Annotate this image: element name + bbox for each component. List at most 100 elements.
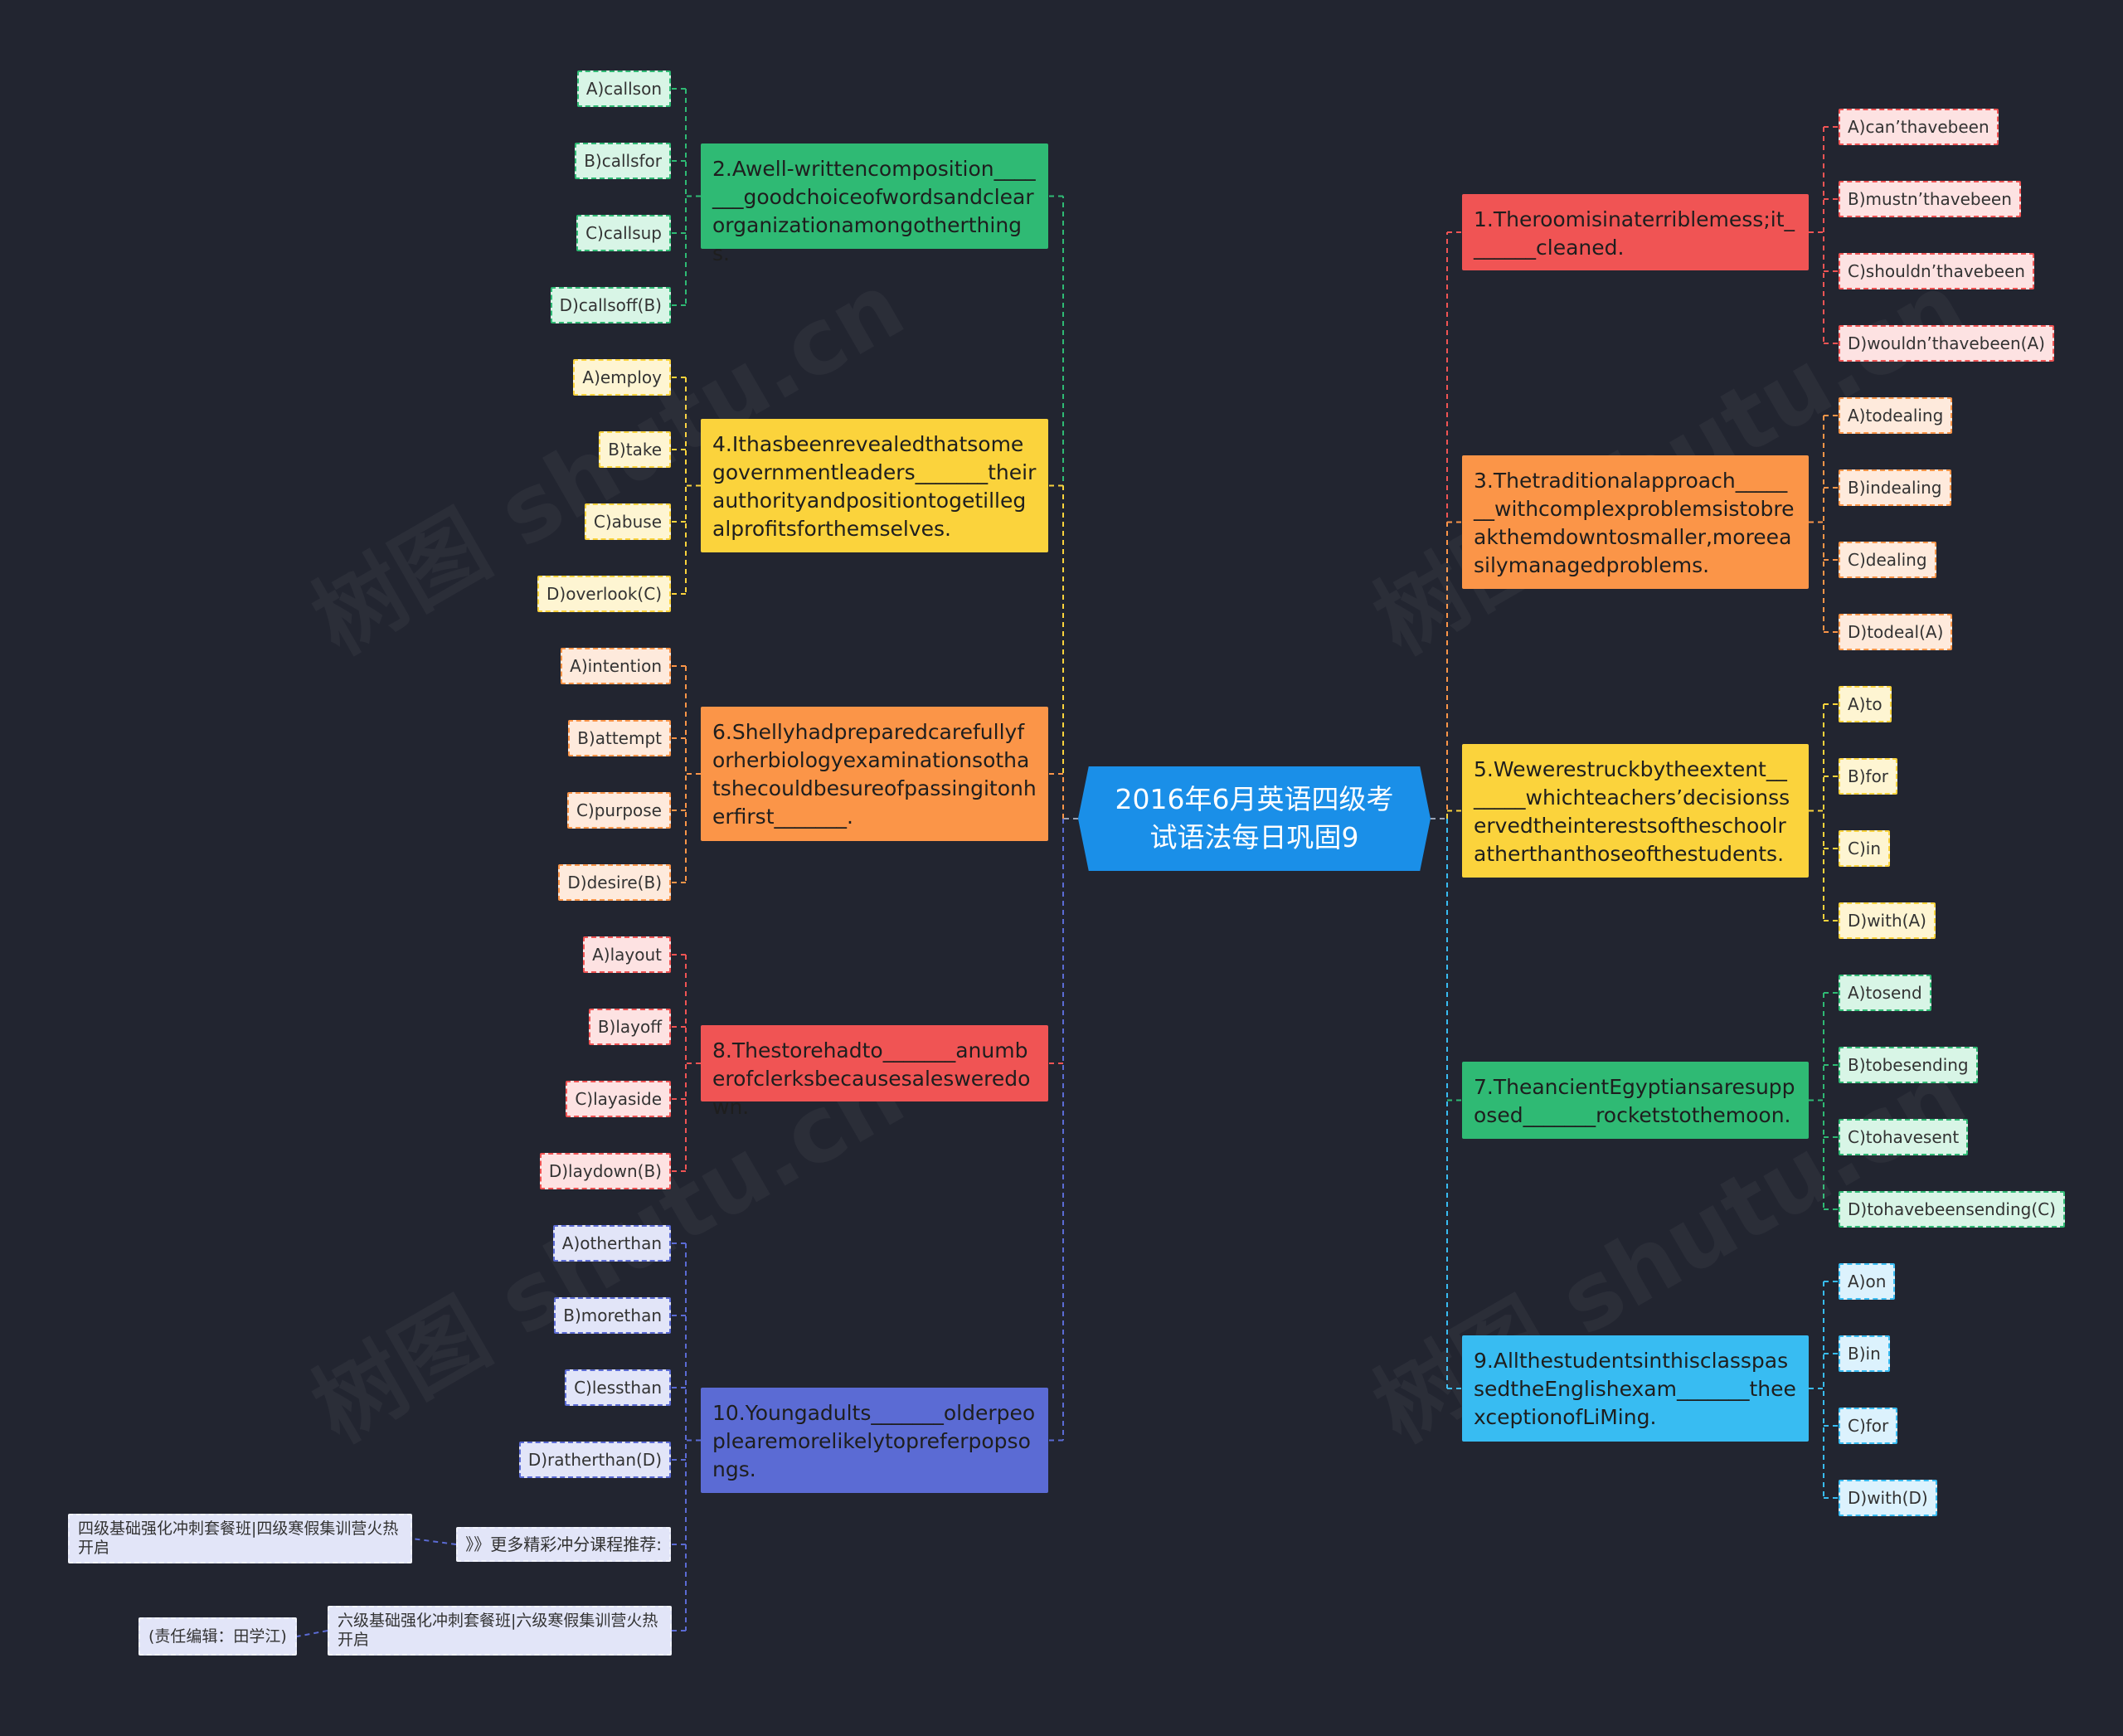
option-node[interactable]: B)take [599, 431, 671, 468]
option-label: A)otherthan [561, 1233, 662, 1253]
question-node-3[interactable]: 3.Thetraditionalapproach_______withcompl… [1462, 455, 1809, 589]
option-label: B)callsfor [584, 151, 662, 171]
cet4-course-link[interactable]: 四级基础强化冲刺套餐班|四级寒假集训营火热开启 [68, 1514, 412, 1563]
option-label: B)indealing [1848, 478, 1942, 498]
question-node-1[interactable]: 1.Theroomisinaterriblemess;it_______clea… [1462, 194, 1809, 270]
question-text: 10.Youngadults_______olderpeoplearemorel… [712, 1401, 1036, 1481]
option-node[interactable]: C)for [1839, 1408, 1898, 1444]
option-label: A)layout [592, 945, 662, 965]
option-label: B)layoff [597, 1017, 662, 1037]
option-node[interactable]: B)indealing [1839, 469, 1951, 506]
option-node[interactable]: A)todealing [1839, 397, 1953, 434]
option-node[interactable]: A)employ [573, 359, 671, 396]
question-node-9[interactable]: 9.AllthestudentsinthisclasspassedtheEngl… [1462, 1335, 1809, 1442]
option-node[interactable]: C)lessthan [565, 1369, 671, 1406]
option-node[interactable]: D)desire(B) [558, 864, 671, 901]
question-node-10[interactable]: 10.Youngadults_______olderpeoplearemorel… [701, 1388, 1048, 1493]
question-node-5[interactable]: 5.Wewerestruckbytheextent_______whichtea… [1462, 744, 1809, 878]
option-label: C)layaside [575, 1089, 662, 1109]
option-node[interactable]: B)callsfor [575, 143, 671, 179]
question-node-2[interactable]: 2.Awell-writtencomposition_______goodcho… [701, 143, 1048, 265]
option-node[interactable]: B)mustn’thavebeen [1839, 181, 2021, 217]
option-node[interactable]: A)intention [561, 648, 671, 684]
option-label: B)take [608, 440, 662, 460]
option-label: (责任编辑：田学江) [148, 1627, 287, 1646]
option-node[interactable]: B)layoff [588, 1009, 671, 1045]
option-label: D)todeal(A) [1848, 622, 1944, 642]
option-node[interactable]: D)todeal(A) [1839, 614, 1953, 650]
question-text: 9.AllthestudentsinthisclasspassedtheEngl… [1474, 1349, 1796, 1429]
option-label: 四级基础强化冲刺套餐班|四级寒假集训营火热开启 [78, 1520, 399, 1557]
editor-credit: (责任编辑：田学江) [138, 1617, 297, 1656]
option-node[interactable]: B)morethan [554, 1297, 671, 1334]
option-label: 六级基础强化冲刺套餐班|六级寒假集训营火热开启 [338, 1612, 658, 1649]
option-label: B)for [1848, 766, 1889, 786]
option-node[interactable]: C)in [1839, 830, 1890, 867]
option-label: C)dealing [1848, 550, 1927, 570]
option-node[interactable]: C)tohavesent [1839, 1119, 1969, 1155]
option-node[interactable]: D)tohavebeensending(C) [1839, 1191, 2065, 1228]
question-text: 8.Thestorehadto_______anumberofclerksbec… [712, 1038, 1031, 1119]
option-label: A)intention [570, 656, 662, 676]
option-node[interactable]: D)with(A) [1839, 902, 1936, 939]
root-title: 2016年6月英语四级考试语法每日巩固9 [1115, 783, 1394, 853]
option-node[interactable]: D)callsoff(B) [550, 287, 671, 323]
option-node[interactable]: B)tobesending [1839, 1047, 1978, 1083]
option-label: D)with(A) [1848, 911, 1926, 931]
option-label: A)tosend [1848, 983, 1922, 1003]
question-node-7[interactable]: 7.TheancientEgyptiansaresupposed_______r… [1462, 1062, 1809, 1139]
option-label: B)in [1848, 1344, 1881, 1364]
option-label: C)lessthan [574, 1378, 662, 1398]
option-label: D)overlook(C) [547, 584, 662, 604]
cet6-course-link[interactable]: 六级基础强化冲刺套餐班|六级寒假集训营火热开启 [328, 1606, 672, 1656]
option-node[interactable]: C)callsup [576, 215, 671, 251]
option-label: C)shouldn’thavebeen [1848, 261, 2025, 281]
option-label: C)callsup [585, 223, 662, 243]
question-node-4[interactable]: 4.Ithasbeenrevealedthatsomegovernmentlea… [701, 419, 1048, 552]
option-node[interactable]: A)otherthan [552, 1225, 671, 1262]
question-text: 6.Shellyhadpreparedcarefullyforherbiolog… [712, 720, 1037, 829]
option-label: A)todealing [1848, 406, 1944, 425]
option-label: C)for [1848, 1416, 1889, 1436]
option-node[interactable]: C)shouldn’thavebeen [1839, 253, 2034, 289]
option-label: C)tohavesent [1848, 1127, 1960, 1147]
option-node[interactable]: A)on [1839, 1263, 1896, 1300]
option-label: D)wouldn’thavebeen(A) [1848, 333, 2045, 353]
option-node[interactable]: A)layout [583, 936, 671, 973]
option-label: D)ratherthan(D) [527, 1450, 662, 1470]
connector-line [411, 1538, 457, 1545]
option-node[interactable]: A)tosend [1839, 975, 1931, 1011]
course-recommendation-link[interactable]: 》》更多精彩冲分课程推荐: [456, 1527, 671, 1562]
option-node[interactable]: B)in [1839, 1335, 1890, 1372]
option-node[interactable]: C)purpose [566, 792, 671, 829]
option-label: D)callsoff(B) [559, 295, 662, 315]
option-node[interactable]: A)can’thavebeen [1839, 109, 1999, 145]
option-node[interactable]: B)for [1839, 758, 1898, 795]
option-node[interactable]: C)layaside [566, 1081, 671, 1117]
option-label: 》》更多精彩冲分课程推荐: [465, 1534, 662, 1554]
option-label: C)in [1848, 839, 1881, 858]
option-node[interactable]: A)callson [576, 71, 671, 107]
question-node-6[interactable]: 6.Shellyhadpreparedcarefullyforherbiolog… [701, 707, 1048, 841]
option-label: D)with(D) [1848, 1488, 1928, 1508]
connector-line [296, 1630, 328, 1637]
option-node[interactable]: D)with(D) [1839, 1480, 1937, 1516]
root-topic[interactable]: 2016年6月英语四级考试语法每日巩固9 [1078, 766, 1431, 871]
option-node[interactable]: B)attempt [568, 720, 671, 756]
option-label: B)morethan [563, 1306, 662, 1325]
question-text: 2.Awell-writtencomposition_______goodcho… [712, 157, 1036, 265]
option-label: B)tobesending [1848, 1055, 1969, 1075]
option-label: A)employ [582, 367, 662, 387]
option-node[interactable]: A)to [1839, 686, 1892, 722]
option-node[interactable]: D)ratherthan(D) [518, 1442, 671, 1478]
option-node[interactable]: D)wouldn’thavebeen(A) [1839, 325, 2054, 362]
option-node[interactable]: D)laydown(B) [539, 1153, 671, 1189]
option-node[interactable]: C)abuse [584, 503, 671, 540]
option-node[interactable]: D)overlook(C) [537, 576, 671, 612]
option-label: D)laydown(B) [548, 1161, 662, 1181]
question-text: 4.Ithasbeenrevealedthatsomegovernmentlea… [712, 432, 1037, 541]
option-node[interactable]: C)dealing [1839, 542, 1936, 578]
option-label: A)can’thavebeen [1848, 117, 1989, 137]
question-node-8[interactable]: 8.Thestorehadto_______anumberofclerksbec… [701, 1025, 1048, 1119]
